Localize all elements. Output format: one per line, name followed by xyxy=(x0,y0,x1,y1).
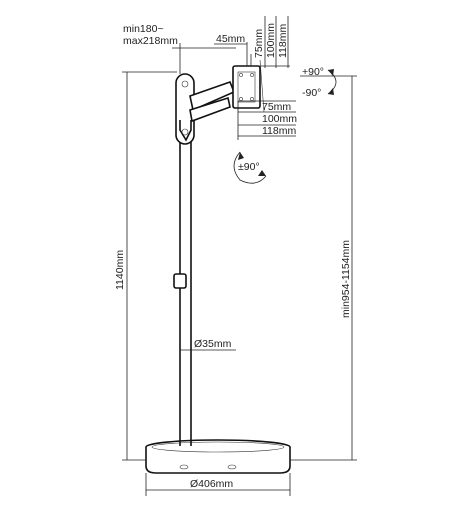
arm-reach-label-line1: min180~ xyxy=(123,23,164,35)
pole-height-label: min954-1154mm xyxy=(340,240,352,318)
vesa-top-118-label: 118mm xyxy=(277,24,289,58)
vesa-side-100-label: 100mm xyxy=(262,113,297,125)
arm-offset-label: 45mm xyxy=(216,33,245,45)
vesa-top-100-label: 100mm xyxy=(265,23,277,58)
total-height-label: 1140mm xyxy=(114,250,126,290)
tilt-up-label: +90° xyxy=(302,66,324,78)
arm-reach-label-line2: max218mm xyxy=(123,35,178,47)
vesa-top-75-label: 75mm xyxy=(253,29,265,58)
vesa-side-75-label: 75mm xyxy=(262,101,291,113)
pole-diameter-label: Ø35mm xyxy=(194,338,232,350)
arm-assembly xyxy=(175,73,236,145)
pole xyxy=(173,140,192,446)
dimension-lines xyxy=(122,16,357,496)
round-base xyxy=(145,439,291,474)
vesa-side-118-label: 118mm xyxy=(262,125,296,137)
base-diameter-label: Ø406mm xyxy=(190,478,233,490)
rotate-label: ±90° xyxy=(238,161,260,173)
tilt-down-label: -90° xyxy=(302,87,321,99)
